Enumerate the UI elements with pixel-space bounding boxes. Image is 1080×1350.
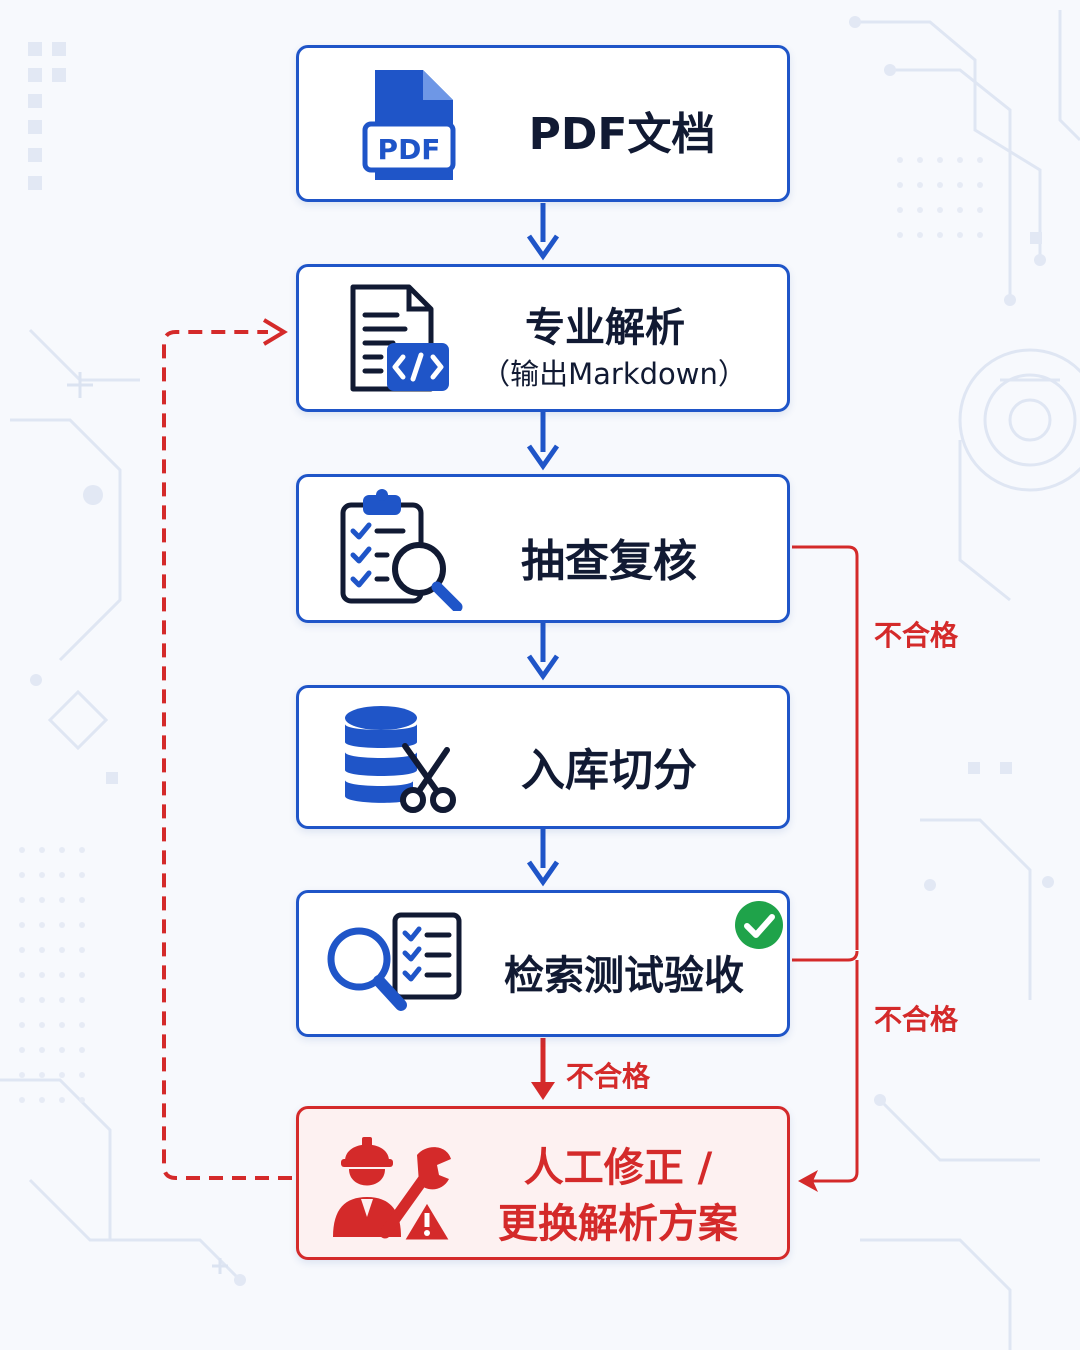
search-checklist-icon xyxy=(327,912,462,1011)
red-dashed-loop-arrowhead xyxy=(262,318,288,346)
arrow-parse-to-review xyxy=(526,412,560,471)
step-ingest-chunk: 入库切分 xyxy=(296,685,790,829)
step-title: PDF文档 xyxy=(528,109,716,160)
arrow-ingest-to-test xyxy=(526,829,560,887)
red-fail-arrow-down xyxy=(531,1038,555,1100)
pdf-badge-text: PDF xyxy=(378,133,441,166)
fail-label-test-right: 不合格 xyxy=(874,1003,959,1036)
fail-label-review: 不合格 xyxy=(874,619,959,652)
blue-down-arrows xyxy=(526,203,560,887)
step-title: 入库切分 xyxy=(521,745,697,796)
step-manual-fix: 人工修正 / 更换解析方案 xyxy=(296,1106,790,1260)
step-spot-check: 抽查复核 xyxy=(296,474,790,623)
pdf-file-icon: PDF xyxy=(362,70,456,180)
step-title: 专业解析 xyxy=(525,305,685,351)
red-dashed-loop xyxy=(162,330,292,1180)
red-fail-bracket-right xyxy=(792,545,859,1183)
step-parse: 专业解析 （输出Markdown） xyxy=(296,264,790,412)
step-subtitle: （输出Markdown） xyxy=(481,357,747,391)
step-pdf-document: PDF PDF文档 xyxy=(296,45,790,202)
step-title-line1: 人工修正 / xyxy=(523,1145,713,1191)
red-fail-arrowhead-right xyxy=(798,1170,818,1192)
code-document-icon xyxy=(350,284,449,392)
step-retrieval-test: 检索测试验收 xyxy=(296,890,790,1037)
worker-wrench-icon xyxy=(333,1137,454,1243)
step-title-line2: 更换解析方案 xyxy=(498,1201,738,1247)
arrow-review-to-ingest xyxy=(526,623,560,681)
step-title: 抽查复核 xyxy=(521,536,697,587)
fail-label-test-down: 不合格 xyxy=(566,1060,651,1093)
step-title: 检索测试验收 xyxy=(504,953,744,999)
database-scissors-icon xyxy=(345,706,456,813)
clipboard-search-icon xyxy=(340,489,463,611)
check-circle-icon xyxy=(735,901,783,949)
arrow-pdf-to-parse xyxy=(526,203,560,261)
